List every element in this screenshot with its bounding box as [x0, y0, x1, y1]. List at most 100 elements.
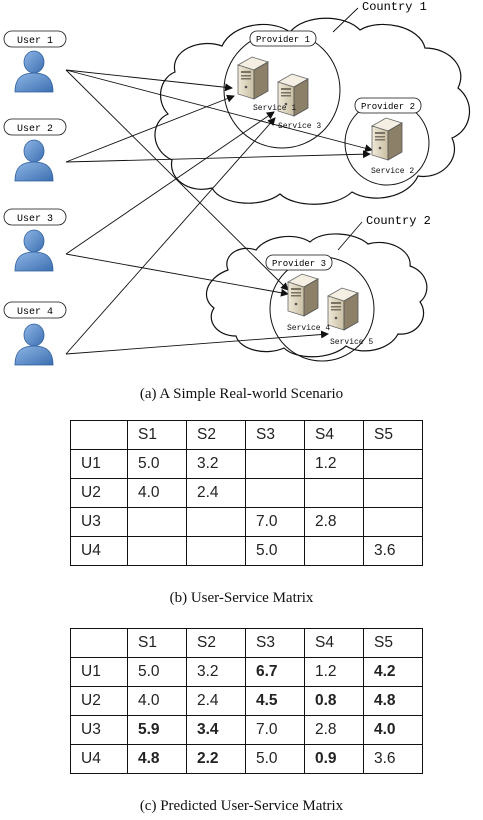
row-header: U1 [70, 657, 128, 687]
column-header: S5 [363, 628, 423, 658]
user-icon [14, 229, 54, 272]
table-corner-cell [70, 420, 128, 450]
user-1: User 1 [3, 30, 67, 93]
server-icon [237, 56, 269, 100]
column-header: S3 [245, 420, 305, 450]
row-header: U4 [70, 744, 128, 774]
column-header: S3 [245, 628, 305, 658]
user-3: User 3 [3, 208, 67, 272]
arrow-u3-s3 [65, 111, 275, 255]
table-header-row: S1 S2 S3 S4 S5 [70, 628, 423, 658]
predicted-cell: 4.5 [245, 686, 305, 716]
predicted-cell: 4.8 [127, 744, 187, 774]
column-header: S2 [186, 420, 246, 450]
table-row: U2 4.0 2.4 [70, 478, 423, 508]
table-cell: 3.2 [186, 657, 246, 687]
service-3-label: Service 3 [278, 122, 321, 131]
service-2-label: Service 2 [371, 167, 414, 176]
table-row: U4 5.0 3.6 [70, 536, 423, 566]
scenario-diagram: Service 1 Service 2 Service 3 Service 4 … [3, 0, 471, 366]
table-cell [304, 478, 364, 508]
row-header: U2 [70, 686, 128, 716]
table-cell: 4.0 [127, 478, 187, 508]
user-3-label: User 3 [17, 214, 53, 225]
column-header: S4 [304, 420, 364, 450]
row-header: U3 [70, 715, 128, 745]
arrow-u1-s1 [65, 69, 233, 92]
table-cell: 2.4 [186, 478, 246, 508]
table-cell: 2.8 [304, 507, 364, 537]
table-cell [186, 536, 246, 566]
predicted-user-service-matrix: S1 S2 S3 S4 S5 U1 5.0 3.2 6.7 1.2 4.2 U2… [70, 628, 423, 774]
country-2-leader [337, 221, 363, 251]
row-header: U3 [70, 507, 128, 537]
table-corner-cell [70, 628, 128, 658]
country-1-label: Country 1 [362, 0, 427, 14]
user-2-label: User 2 [17, 124, 53, 135]
table-cell [304, 536, 364, 566]
arrow-u4-s5 [65, 330, 329, 355]
provider-2-label: Provider 2 [361, 102, 415, 112]
table-cell: 2.8 [304, 715, 364, 745]
table-cell: 5.0 [127, 449, 187, 479]
user-icon [14, 50, 54, 93]
arrow-u3-s4 [65, 253, 289, 297]
predicted-cell: 4.8 [363, 686, 423, 716]
table-row: U1 5.0 3.2 1.2 [70, 449, 423, 479]
user-2: User 2 [3, 118, 67, 182]
column-header: S4 [304, 628, 364, 658]
table-cell [363, 449, 423, 479]
user-4: User 4 [3, 301, 67, 366]
table-cell: 4.0 [127, 686, 187, 716]
table-row: U4 4.8 2.2 5.0 0.9 3.6 [70, 744, 423, 774]
column-header: S1 [127, 420, 187, 450]
server-icon [371, 117, 403, 161]
provider-3-label: Provider 3 [272, 259, 326, 269]
table-cell [245, 478, 305, 508]
predicted-cell: 4.0 [363, 715, 423, 745]
table-cell [363, 507, 423, 537]
caption-c: (c) Predicted User-Service Matrix [139, 798, 344, 814]
arrow-u1-s4 [65, 69, 289, 291]
user-1-label: User 1 [17, 36, 53, 47]
predicted-cell: 3.4 [186, 715, 246, 745]
country-1-cloud [154, 17, 471, 205]
table-cell: 1.2 [304, 657, 364, 687]
column-header: S5 [363, 420, 423, 450]
table-header-row: S1 S2 S3 S4 S5 [70, 420, 423, 450]
user-service-matrix: S1 S2 S3 S4 S5 U1 5.0 3.2 1.2 U2 4.0 2.4… [70, 420, 423, 566]
row-header: U2 [70, 478, 128, 508]
predicted-cell: 0.9 [304, 744, 364, 774]
table-cell: 7.0 [245, 715, 305, 745]
table-cell: 3.6 [363, 744, 423, 774]
table-row: U1 5.0 3.2 6.7 1.2 4.2 [70, 657, 423, 687]
arrow-u2-s1 [65, 94, 235, 163]
table-cell: 2.4 [186, 686, 246, 716]
provider-1-label: Provider 1 [256, 35, 310, 45]
table-cell: 3.2 [186, 449, 246, 479]
arrow-u2-s2 [65, 150, 371, 163]
user-icon [14, 323, 54, 366]
service-4-label: Service 4 [287, 324, 330, 333]
arrows [65, 69, 373, 355]
table-cell [363, 478, 423, 508]
table-row: U3 7.0 2.8 [70, 507, 423, 537]
country-2-label: Country 2 [366, 214, 431, 228]
table-cell [127, 507, 187, 537]
service-1-label: Service 1 [253, 104, 296, 113]
predicted-cell: 6.7 [245, 657, 305, 687]
row-header: U4 [70, 536, 128, 566]
arrow-u1-s2 [65, 69, 373, 153]
table-cell [127, 536, 187, 566]
column-header: S2 [186, 628, 246, 658]
arrow-u4-s3 [65, 117, 276, 355]
provider-labels: Provider 1 Provider 2 Provider 3 [249, 30, 422, 271]
country-1-leader [332, 7, 359, 33]
table-cell [186, 507, 246, 537]
predicted-cell: 4.2 [363, 657, 423, 687]
column-header: S1 [127, 628, 187, 658]
caption-b: (b) User-Service Matrix [169, 590, 314, 606]
table-row: U2 4.0 2.4 4.5 0.8 4.8 [70, 686, 423, 716]
user-icon [14, 139, 54, 182]
predicted-cell: 5.9 [127, 715, 187, 745]
